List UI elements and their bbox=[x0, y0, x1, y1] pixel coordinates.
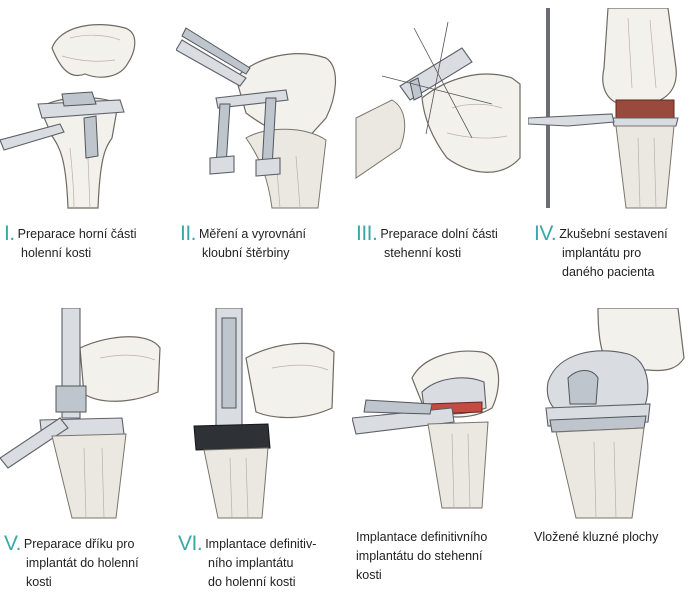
step-2-line-1: Měření a vyrovnání bbox=[199, 227, 307, 241]
step-6-illustration bbox=[176, 308, 346, 520]
step-2-caption: II.Měření a vyrovnání kloubní štěrbiny bbox=[180, 222, 307, 263]
step-4-illustration bbox=[528, 8, 688, 210]
step-3-illustration bbox=[352, 8, 522, 210]
step-6-line-2: ního implantátu bbox=[208, 556, 294, 570]
step-1-line-1: Preparace horní části bbox=[17, 227, 137, 241]
step-1-numeral: I. bbox=[4, 222, 15, 245]
step-4-line-1: Zkušební sestavení bbox=[559, 227, 668, 241]
step-7-line-1: Implantace definitivního bbox=[356, 530, 488, 544]
step-7-line-3: kosti bbox=[356, 568, 382, 582]
step-8-caption: Vložené kluzné plochy bbox=[534, 528, 658, 547]
step-8-line-1: Vložené kluzné plochy bbox=[534, 530, 659, 544]
step-1-line-2: holenní kosti bbox=[21, 246, 92, 260]
step-7-illustration bbox=[352, 308, 522, 520]
step-5-line-2: implantát do holenní bbox=[26, 556, 139, 570]
step-3-caption: III.Preparace dolní části stehenní kosti bbox=[356, 222, 498, 263]
step-4-numeral: IV. bbox=[534, 222, 557, 245]
step-6-caption: VI.Implantace definitiv- ního implantátu… bbox=[178, 532, 317, 592]
step-4-caption: IV.Zkušební sestavení implantátu pro dan… bbox=[534, 222, 668, 282]
step-1-caption: I.Preparace horní části holenní kosti bbox=[4, 222, 137, 263]
step-5-numeral: V. bbox=[4, 532, 21, 555]
step-2-panel: II.Měření a vyrovnání kloubní štěrbiny bbox=[176, 0, 346, 300]
step-7-caption: Implantace definitivního implantátu do s… bbox=[356, 528, 487, 585]
step-2-line-2: kloubní štěrbiny bbox=[202, 246, 290, 260]
step-3-line-2: stehenní kosti bbox=[384, 246, 462, 260]
step-1-panel: I.Preparace horní části holenní kosti bbox=[0, 0, 170, 300]
step-4-line-2: implantátu pro bbox=[562, 246, 642, 260]
step-7-line-2: implantátu do stehenní bbox=[356, 549, 483, 563]
step-4-panel: IV.Zkušební sestavení implantátu pro dan… bbox=[528, 0, 692, 300]
step-6-panel: VI.Implantace definitiv- ního implantátu… bbox=[176, 300, 346, 597]
step-5-caption: V.Preparace dříku pro implantát do holen… bbox=[4, 532, 139, 592]
step-3-line-1: Preparace dolní části bbox=[380, 227, 498, 241]
step-2-illustration bbox=[176, 8, 346, 210]
step-8-panel: Vložené kluzné plochy bbox=[528, 300, 692, 597]
step-6-line-1: Implantace definitiv- bbox=[205, 537, 317, 551]
step-4-line-3: daného pacienta bbox=[562, 265, 655, 279]
step-5-line-3: kosti bbox=[26, 575, 52, 589]
step-3-numeral: III. bbox=[356, 222, 378, 245]
step-7-panel: Implantace definitivního implantátu do s… bbox=[352, 300, 522, 597]
step-1-illustration bbox=[0, 8, 168, 210]
step-3-panel: III.Preparace dolní části stehenní kosti bbox=[352, 0, 522, 300]
step-2-numeral: II. bbox=[180, 222, 197, 245]
step-6-line-3: do holenní kosti bbox=[208, 575, 296, 589]
step-5-illustration bbox=[0, 308, 170, 520]
step-8-illustration bbox=[528, 308, 688, 520]
step-5-line-1: Preparace dříku pro bbox=[23, 537, 135, 551]
step-6-numeral: VI. bbox=[178, 532, 203, 555]
step-5-panel: V.Preparace dříku pro implantát do holen… bbox=[0, 300, 170, 597]
